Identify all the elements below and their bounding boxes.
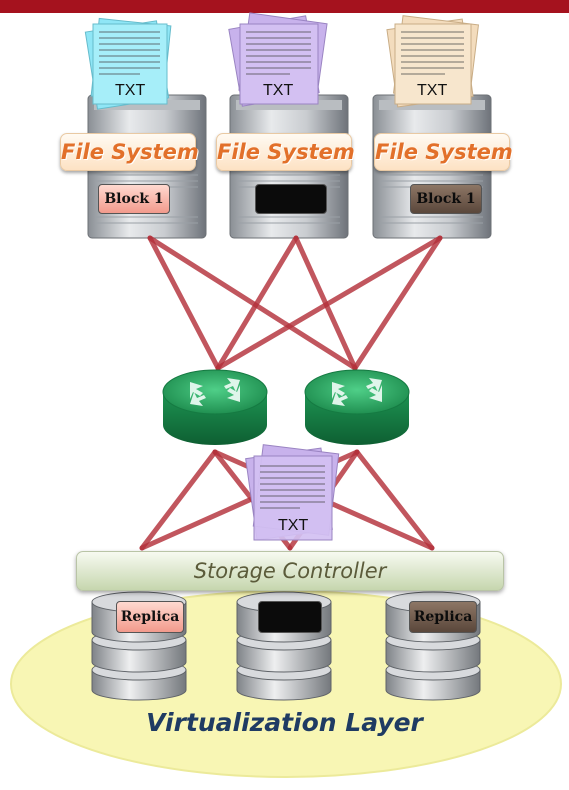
doc-label-2: TXT bbox=[263, 82, 294, 99]
replica-2 bbox=[258, 601, 322, 633]
file-system-label-1: File System bbox=[60, 133, 199, 171]
document-stack-2 bbox=[228, 12, 328, 107]
block-2 bbox=[255, 184, 327, 214]
storage-controller: Storage Controller bbox=[76, 551, 504, 591]
doc-label-3: TXT bbox=[417, 82, 448, 99]
virtualization-layer-title: Virtualization Layer bbox=[146, 708, 423, 737]
replica-3: Replica bbox=[409, 601, 477, 633]
doc-label-1: TXT bbox=[115, 82, 146, 99]
block-1: Block 1 bbox=[98, 184, 170, 214]
doc-label-central: TXT bbox=[278, 517, 309, 534]
file-system-label-3: File System bbox=[374, 133, 513, 171]
document-stack-1 bbox=[84, 17, 172, 110]
router-2 bbox=[304, 369, 410, 445]
document-stack-3 bbox=[386, 15, 480, 108]
server-router-links bbox=[147, 235, 443, 371]
top-accent-bar bbox=[0, 0, 569, 13]
block-3: Block 1 bbox=[410, 184, 482, 214]
replica-1: Replica bbox=[116, 601, 184, 633]
file-system-label-2: File System bbox=[216, 133, 355, 171]
document-stack-central bbox=[245, 444, 340, 541]
router-1 bbox=[162, 369, 268, 445]
